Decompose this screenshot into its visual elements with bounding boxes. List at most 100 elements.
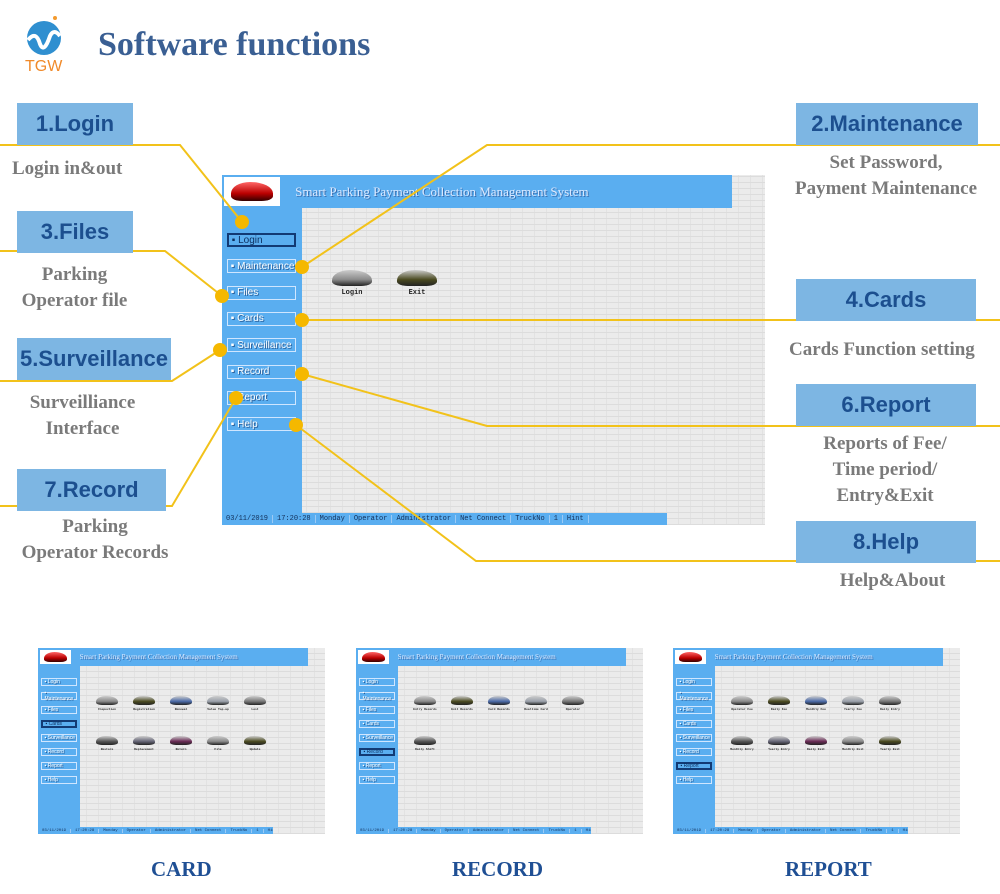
function-icon-card-records[interactable]: Card Records <box>478 696 520 711</box>
function-icon-yearly-entry[interactable]: Yearly Entry <box>758 736 800 751</box>
thumbnail-caption: CARD <box>151 857 212 881</box>
status-field: Monday <box>99 828 123 833</box>
connector-dot-files <box>215 289 229 303</box>
function-icon-replacement[interactable]: Replacement <box>123 736 165 751</box>
function-icon-monthly-exit[interactable]: Monthly Exit <box>832 736 874 751</box>
thumbnail-caption: RECORD <box>452 857 544 881</box>
icon-label: Restore <box>100 748 114 751</box>
menu-button-record[interactable]: ▪ Record <box>675 748 712 756</box>
car-icon <box>768 736 790 745</box>
function-icon-daily-shift[interactable]: Daily Shift <box>404 736 446 751</box>
menu-button-cards[interactable]: ▪ Cards <box>358 720 395 728</box>
menu-button-cards[interactable]: ▪ Cards <box>675 720 712 728</box>
function-icon-yearly-exit[interactable]: Yearly Exit <box>869 736 911 751</box>
status-field: Hint <box>582 829 592 833</box>
app-header: Smart Parking Payment Collection Managem… <box>356 648 626 666</box>
app-header: Smart Parking Payment Collection Managem… <box>38 648 308 666</box>
menu-button-files[interactable]: ▪ Files <box>358 706 395 714</box>
function-icon-login[interactable]: Login <box>322 270 382 297</box>
function-icon-restore[interactable]: Restore <box>86 736 128 751</box>
function-icon-lost[interactable]: Lost <box>234 696 276 711</box>
menu-button-surveillance[interactable]: ▪ Surveillance <box>226 338 296 353</box>
function-icon-operator-fee[interactable]: Operator Fee <box>721 696 763 711</box>
menu-button-login[interactable]: ▪ Login <box>40 678 77 686</box>
function-icon-monthly-entry[interactable]: Monthly Entry <box>721 736 763 751</box>
menu-button-help[interactable]: ▪ Help <box>226 417 296 432</box>
function-icon-update[interactable]: Update <box>234 736 276 751</box>
function-icon-registration[interactable]: Registration <box>123 696 165 711</box>
function-icon-daily-entry[interactable]: Daily Entry <box>869 696 911 711</box>
function-icon-daily-exit[interactable]: Daily Exit <box>795 736 837 751</box>
menu-button-report[interactable]: ▪ Report <box>675 762 712 770</box>
menu-button-maintenance[interactable]: ▪ Maintenance <box>226 259 296 274</box>
menu-button-help[interactable]: ▪ Help <box>675 776 712 784</box>
menu-button-maintenance[interactable]: ▪ Maintenance <box>358 690 395 702</box>
icon-label: Value Top-up <box>207 708 229 711</box>
car-icon <box>207 736 229 745</box>
menu-button-help[interactable]: ▪ Help <box>40 776 77 784</box>
menu-button-report[interactable]: ▪ Report <box>226 390 296 405</box>
sidebar-menu: ▪ Login ▪ Maintenance ▪ Files ▪ Cards ▪ Surv… <box>673 666 715 827</box>
menu-button-maintenance[interactable]: ▪ Maintenance <box>40 690 77 702</box>
function-icon-renewal[interactable]: Renewal <box>160 696 202 711</box>
menu-button-files[interactable]: ▪ Files <box>675 706 712 714</box>
function-icon-operator[interactable]: Operator <box>552 696 594 711</box>
menu-button-report[interactable]: ▪ Report <box>40 762 77 770</box>
menu-button-record[interactable]: ▪ Record <box>40 748 77 756</box>
function-icon-daily-fee[interactable]: Daily Fee <box>758 696 800 711</box>
menu-button-login[interactable]: ▪ Login <box>226 233 296 247</box>
function-icon-return[interactable]: Return <box>160 736 202 751</box>
menu-button-login[interactable]: ▪ Login <box>675 678 712 686</box>
status-field: Administrator <box>469 828 510 833</box>
callout-desc-login: Login in&out <box>12 156 122 182</box>
menu-button-maintenance[interactable]: ▪ Maintenance <box>675 690 712 702</box>
status-field: Net Connect <box>456 515 512 523</box>
car-icon <box>133 736 155 745</box>
status-field: 03/11/2019 <box>673 828 707 833</box>
connector-line-login <box>0 144 243 223</box>
callout-desc-maintenance: Set Password,Payment Maintenance <box>780 150 992 202</box>
icon-label: Monthly Exit <box>842 748 864 751</box>
function-icon-inspection[interactable]: Inspection <box>86 696 128 711</box>
desc-line: Set Password, <box>829 152 943 173</box>
function-icon-yearly-fee[interactable]: Yearly Fee <box>832 696 874 711</box>
callout-tag-report: 6.Report <box>796 384 976 426</box>
menu-button-record[interactable]: ▪ Record <box>226 364 296 379</box>
function-icon-exit[interactable]: Exit <box>387 270 447 297</box>
callout-tag-files: 3.Files <box>17 211 133 253</box>
menu-button-help[interactable]: ▪ Help <box>358 776 395 784</box>
callout-desc-cards: Cards Function setting <box>789 337 975 363</box>
menu-button-surveillance[interactable]: ▪ Surveillance <box>40 734 77 742</box>
page-title: Software functions <box>98 26 371 63</box>
menu-button-report[interactable]: ▪ Report <box>358 762 395 770</box>
function-icon-file[interactable]: File <box>197 736 239 751</box>
car-icon <box>96 696 118 705</box>
desc-line: Interface <box>45 418 120 439</box>
desc-line: Parking <box>41 264 108 285</box>
desc-line: Parking <box>62 516 128 537</box>
connector-dot-maintenance <box>295 260 309 274</box>
function-icon-value-top-up[interactable]: Value Top-up <box>197 696 239 711</box>
menu-button-record[interactable]: ▪ Record <box>358 748 395 756</box>
menu-button-surveillance[interactable]: ▪ Surveillance <box>358 734 395 742</box>
menu-button-files[interactable]: ▪ Files <box>40 706 77 714</box>
header-car-image <box>675 650 706 664</box>
function-icon-entry-records[interactable]: Entry Records <box>404 696 446 711</box>
function-icon-monthly-fee[interactable]: Monthly Fee <box>795 696 837 711</box>
status-field: Net Connect <box>191 828 227 833</box>
icon-label: Daily Fee <box>770 708 788 711</box>
function-icon-exit-records[interactable]: Exit Records <box>441 696 483 711</box>
status-field: Operator <box>350 515 393 523</box>
menu-button-login[interactable]: ▪ Login <box>358 678 395 686</box>
function-icon-realtime-card[interactable]: Realtime Card <box>515 696 557 711</box>
status-field: 17:20:28 <box>71 828 100 833</box>
sidebar-menu: ▪ Login ▪ Maintenance ▪ Files ▪ Cards ▪ Surv… <box>356 666 398 827</box>
car-icon <box>414 696 436 705</box>
desc-line: Reports of Fee/ <box>823 433 947 454</box>
menu-button-cards[interactable]: ▪ Cards <box>40 720 77 728</box>
menu-button-surveillance[interactable]: ▪ Surveillance <box>675 734 712 742</box>
header-car-image <box>224 177 281 206</box>
